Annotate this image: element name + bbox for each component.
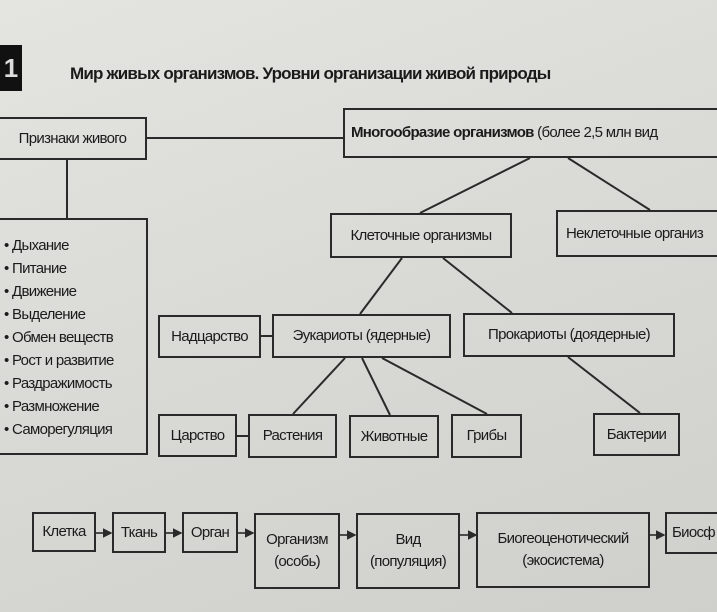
level-label: Клетка (42, 523, 86, 540)
list-item: Движение (4, 280, 146, 303)
noncellular-label: Неклеточные организ (566, 224, 704, 242)
eukaryotes-box: Эукариоты (ядерные) (272, 314, 451, 358)
level-tissue-box: Ткань (112, 512, 166, 553)
level-label: Организм (266, 531, 328, 548)
level-label: Вид (395, 531, 421, 548)
bacteria-box: Бактерии (593, 413, 680, 456)
level-sublabel: (экосистема) (522, 552, 604, 569)
section-number: 1 (0, 45, 22, 91)
fungi-box: Грибы (451, 414, 522, 458)
list-item: Обмен веществ (4, 326, 146, 349)
cellular-label: Клеточные организмы (350, 226, 493, 244)
prokaryotes-box: Прокариоты (доядерные) (463, 313, 675, 357)
list-item: Выделение (4, 303, 146, 326)
level-ecosystem-box: Биогеоценотический (экосистема) (476, 512, 650, 588)
signs-of-life-box: Признаки живого (0, 117, 147, 160)
fungi-label: Грибы (466, 427, 508, 444)
level-organism-box: Организм (особь) (254, 513, 340, 589)
list-item: Размножение (4, 395, 146, 418)
level-sublabel: (особь) (274, 553, 321, 570)
signs-list: Дыхание Питание Движение Выделение Обмен… (0, 218, 148, 455)
level-label: Биосф (672, 524, 716, 541)
signs-of-life-title: Признаки живого (18, 129, 127, 147)
level-organ-box: Орган (182, 512, 238, 553)
level-label: Орган (190, 523, 230, 541)
plants-box: Растения (248, 414, 337, 458)
level-label: Ткань (120, 523, 158, 541)
diversity-title: Многообразие организмов (351, 124, 534, 141)
eukaryotes-label: Эукариоты (ядерные) (292, 327, 431, 344)
list-item: Саморегуляция (4, 418, 146, 441)
cellular-box: Клеточные организмы (330, 213, 512, 258)
list-item: Дыхание (4, 234, 146, 257)
superkingdom-label: Надцарство (171, 327, 248, 345)
level-biosphere-box: Биосф (665, 512, 717, 554)
list-item: Раздражимость (4, 372, 146, 395)
animals-label: Животные (360, 427, 428, 445)
level-species-box: Вид (популяция) (356, 513, 460, 589)
level-cell-box: Клетка (32, 512, 96, 552)
kingdom-box: Царство (158, 414, 237, 457)
bacteria-label: Бактерии (606, 425, 667, 443)
superkingdom-box: Надцарство (158, 315, 261, 358)
page-title: Мир живых организмов. Уровни организации… (70, 64, 551, 83)
animals-box: Животные (349, 415, 439, 458)
plants-label: Растения (262, 427, 323, 444)
diversity-count: (более 2,5 млн вид (533, 124, 658, 141)
kingdom-label: Царство (170, 426, 225, 444)
noncellular-box: Неклеточные организ (556, 210, 717, 257)
list-item: Рост и развитие (4, 349, 146, 372)
level-label: Биогеоценотический (497, 530, 629, 547)
diversity-box: Многообразие организмов (более 2,5 млн в… (343, 108, 717, 158)
prokaryotes-label: Прокариоты (доядерные) (488, 326, 651, 343)
list-item: Питание (4, 257, 146, 280)
level-sublabel: (популяция) (369, 553, 447, 570)
